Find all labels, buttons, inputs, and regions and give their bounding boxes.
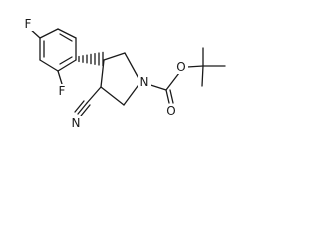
svg-text:N: N (140, 75, 149, 89)
svg-text:O: O (166, 104, 175, 118)
svg-text:F: F (59, 84, 66, 98)
atom-fluorine-top: F (22, 17, 34, 31)
nitrile-group (74, 86, 102, 117)
atom-fluorine-bottom: F (56, 84, 68, 98)
svg-text:F: F (25, 17, 32, 31)
difluorophenyl-ring (39, 28, 77, 72)
svg-text:N: N (72, 116, 81, 130)
atom-nitrogen-ring: N (138, 75, 151, 89)
bond-c2-f (57, 70, 63, 85)
pyrrolidine-ring (100, 52, 142, 106)
boc-group (140, 47, 226, 104)
atom-oxygen-carbonyl: O (165, 104, 178, 118)
svg-text:O: O (176, 60, 185, 74)
molecule-structure: F F N N O O (22, 17, 226, 130)
hashed-wedge-bond (78, 51, 104, 67)
atom-nitrogen-nitrile: N (70, 116, 83, 130)
atom-oxygen-ester: O (175, 60, 188, 74)
